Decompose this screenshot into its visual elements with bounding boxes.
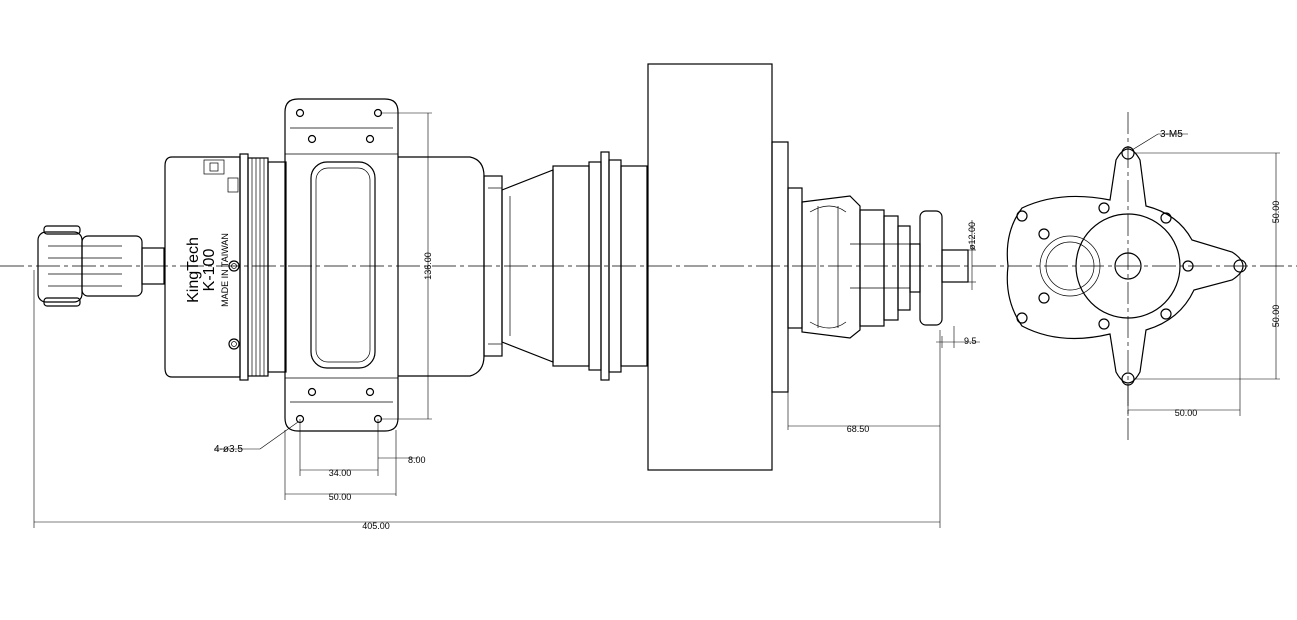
dim-hole-spacing: 34.00 <box>329 468 352 478</box>
flange-hole-icon <box>365 387 375 397</box>
brand-label: KingTech K-100 MADE IN TAIWAN <box>185 233 230 307</box>
dim-mount-holes: 4-ø3.5 <box>214 444 243 455</box>
model-name: K-100 <box>201 249 218 292</box>
dimension-lines <box>33 112 1280 528</box>
brand-name: KingTech <box>185 237 202 303</box>
dim-shaft-step: 9.5 <box>964 336 977 346</box>
front-case <box>164 156 241 378</box>
origin-label: MADE IN TAIWAN <box>220 233 230 307</box>
dim-rear-length: 68.50 <box>847 424 870 434</box>
combustion-body <box>398 156 503 377</box>
prop-disc <box>647 63 773 471</box>
dim-shaft-dia: ø12.00 <box>967 222 977 250</box>
compressor-rings <box>239 153 287 381</box>
dim-flange-width: 50.00 <box>329 492 352 502</box>
flange-hole-icon <box>295 108 305 118</box>
intake-nose <box>37 225 165 307</box>
flange-hole-icon <box>365 134 375 144</box>
gearbox-assembly <box>771 141 969 393</box>
mounting-flange <box>284 98 399 432</box>
dim-flange-height: 136.00 <box>423 252 433 280</box>
flange-hole-icon <box>307 134 317 144</box>
flange-hole-icon <box>307 387 317 397</box>
dim-rear-upper: 50.00 <box>1271 201 1281 224</box>
dim-rear-lower: 50.00 <box>1271 305 1281 328</box>
dim-rear-threads: 3-M5 <box>1160 129 1183 140</box>
dim-rear-width: 50.00 <box>1175 408 1198 418</box>
rear-mount-view <box>1006 112 1247 440</box>
dim-hole-edge: 8.00 <box>408 455 426 465</box>
nozzle-cone <box>501 151 648 381</box>
dim-overall-length: 405.00 <box>362 521 390 531</box>
